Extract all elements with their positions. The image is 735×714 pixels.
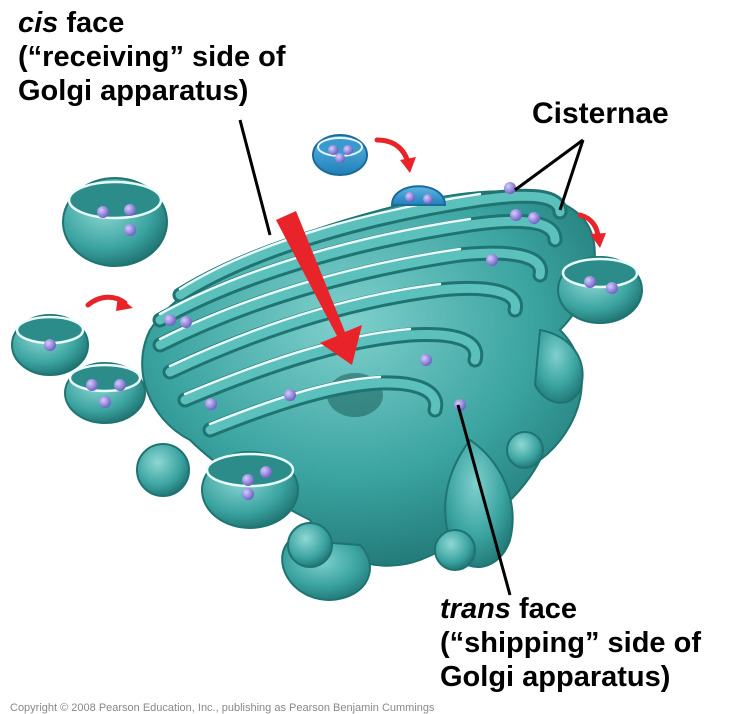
cisternae-leader-line-1 [515,140,583,190]
cisternae-label: Cisternae [532,97,669,131]
sphere-vesicle [137,444,189,496]
vesicle-bottom [202,452,298,528]
trans-face-word: face [511,593,577,625]
cis-description-cont: Golgi apparatus) [18,74,286,108]
trans-face-label: trans face (“shipping” side of Golgi app… [440,592,701,694]
vesicle-left [12,315,88,375]
arrowhead [116,296,133,311]
cis-leader-line [240,120,270,235]
trans-description: (“shipping” side of [440,626,701,660]
cis-description: (“receiving” side of [18,40,286,74]
trans-term: trans [440,593,511,625]
vesicle-right [558,257,642,323]
sphere-vesicle [507,432,543,468]
trans-description-cont: Golgi apparatus) [440,660,701,694]
cis-term: cis [18,7,58,39]
vesicle-budding-blue [392,186,445,205]
cis-face-word: face [58,7,124,39]
copyright-notice: Copyright © 2008 Pearson Education, Inc.… [10,702,435,714]
sphere-vesicle [435,530,475,570]
vesicle-top-blue [313,135,367,175]
vesicle-top-left [63,178,167,266]
arrowhead [400,157,416,173]
cis-face-label: cis face (“receiving” side of Golgi appa… [18,6,286,108]
sphere-vesicle [288,523,332,567]
cisternae-leader-line-2 [560,140,583,210]
vesicle-lower-left [65,363,145,423]
